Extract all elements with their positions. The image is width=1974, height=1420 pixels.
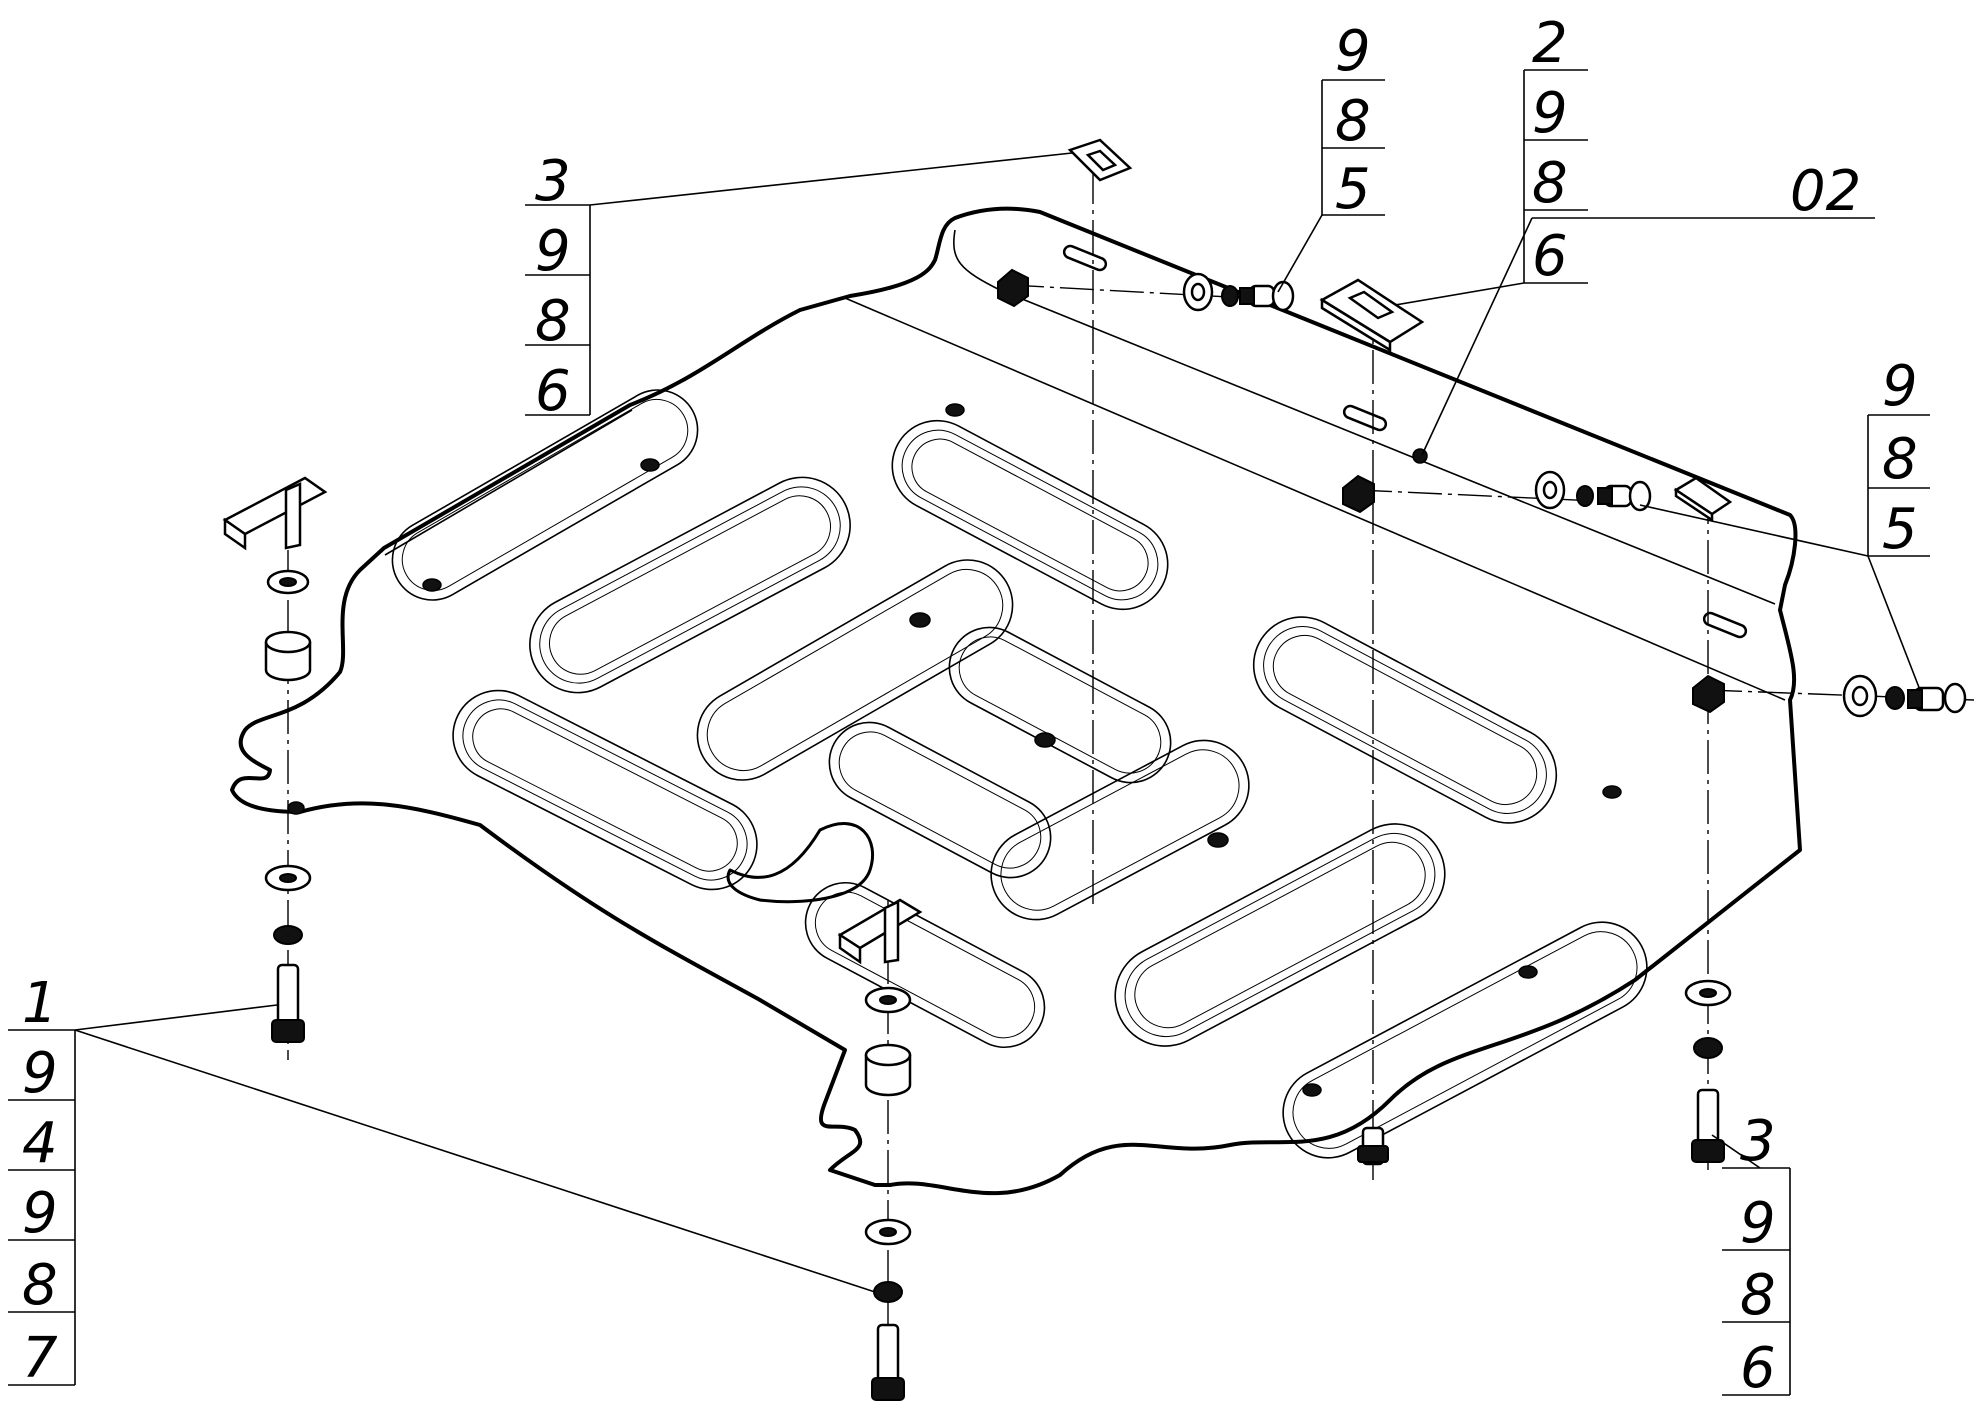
rib xyxy=(529,476,851,694)
callout-label: 02 xyxy=(1790,159,1861,224)
callout-top-middle: 9 8 5 xyxy=(1321,19,1385,222)
plate-bolt-bottom xyxy=(1357,1126,1389,1166)
right-nut xyxy=(1693,1037,1723,1059)
flange-bend-line xyxy=(844,297,1786,701)
cutout xyxy=(726,822,875,904)
callout-label: 8 xyxy=(1740,1263,1776,1328)
flange-nut xyxy=(1692,674,1725,714)
skid-plate xyxy=(230,206,1802,1196)
callout-label: 6 xyxy=(1532,224,1568,289)
rib xyxy=(391,389,699,601)
rib xyxy=(1252,616,1558,824)
callout-label: 9 xyxy=(1882,354,1918,419)
rib xyxy=(891,419,1169,611)
callout-label: 8 xyxy=(535,289,571,354)
flange-nut xyxy=(997,268,1029,308)
flange-slots xyxy=(1062,244,1748,639)
callout-lower-right: 3 9 8 6 xyxy=(1722,1109,1791,1401)
center-washer-bottom xyxy=(864,1218,912,1246)
right-bolt xyxy=(1691,1088,1725,1163)
callout-label: 1 xyxy=(22,971,58,1036)
captive-nut-right-small xyxy=(1673,476,1733,523)
callout-label: 9 xyxy=(1532,81,1568,146)
rib xyxy=(696,559,1014,781)
callout-upper-left: 3 9 8 6 xyxy=(525,149,591,424)
rib xyxy=(1114,823,1446,1047)
callout-right: 9 8 5 xyxy=(1867,354,1930,562)
center-spacer xyxy=(864,1043,912,1097)
callout-label: 9 xyxy=(1740,1191,1776,1256)
rib xyxy=(828,721,1052,879)
callout-label: 9 xyxy=(535,219,571,284)
captive-nut-top xyxy=(1067,138,1133,182)
callout-label: 8 xyxy=(1532,151,1568,216)
callout-label: 7 xyxy=(22,1326,58,1391)
left-spacer xyxy=(264,630,312,682)
hardware xyxy=(222,138,1967,1401)
callout-label: 2 xyxy=(1532,11,1568,76)
leader-lines xyxy=(74,152,1921,1293)
plate-outline xyxy=(230,206,1802,1196)
callout-label: 3 xyxy=(535,149,571,214)
holes xyxy=(287,403,1622,1097)
callout-label: 8 xyxy=(22,1253,58,1318)
callout-label: 5 xyxy=(1882,497,1918,562)
rib xyxy=(948,626,1172,784)
left-washer-top xyxy=(266,569,310,595)
rib xyxy=(452,689,758,891)
callout-top-right: 2 9 8 6 xyxy=(1523,11,1588,289)
left-bracket xyxy=(222,476,328,551)
flange-nut xyxy=(1342,474,1375,514)
left-bolt xyxy=(271,963,305,1043)
center-bracket xyxy=(837,898,923,965)
center-washer-top xyxy=(864,986,912,1014)
callout-label: 5 xyxy=(1335,157,1371,222)
bolt-stack-right xyxy=(1842,674,1967,718)
callout-label: 9 xyxy=(1335,19,1371,84)
callout-label: 6 xyxy=(1740,1336,1776,1401)
left-edge-line xyxy=(384,409,633,556)
assembly-axes xyxy=(287,170,1974,1400)
callout-plate: 02 xyxy=(1532,159,1875,224)
right-washer xyxy=(1684,979,1732,1007)
ribs xyxy=(391,389,1648,1159)
left-nut xyxy=(273,925,303,945)
callout-label: 9 xyxy=(22,1041,58,1106)
bolt-stack-top xyxy=(1182,272,1295,312)
callout-label: 8 xyxy=(1882,427,1918,492)
bolt-stack-mid xyxy=(1534,470,1652,512)
rib xyxy=(1282,921,1648,1159)
center-nut xyxy=(873,1281,903,1303)
callout-label: 3 xyxy=(1740,1109,1776,1174)
callout-label: 6 xyxy=(535,359,571,424)
center-bolt xyxy=(871,1323,905,1401)
callout-label: 4 xyxy=(22,1111,58,1176)
callout-label: 8 xyxy=(1335,89,1371,154)
left-washer-bottom xyxy=(264,864,312,892)
rib xyxy=(990,739,1250,921)
callout-lower-left: 1 9 4 9 8 7 xyxy=(8,971,76,1391)
callout-label: 9 xyxy=(22,1181,58,1246)
captive-nut-right xyxy=(1319,278,1425,353)
